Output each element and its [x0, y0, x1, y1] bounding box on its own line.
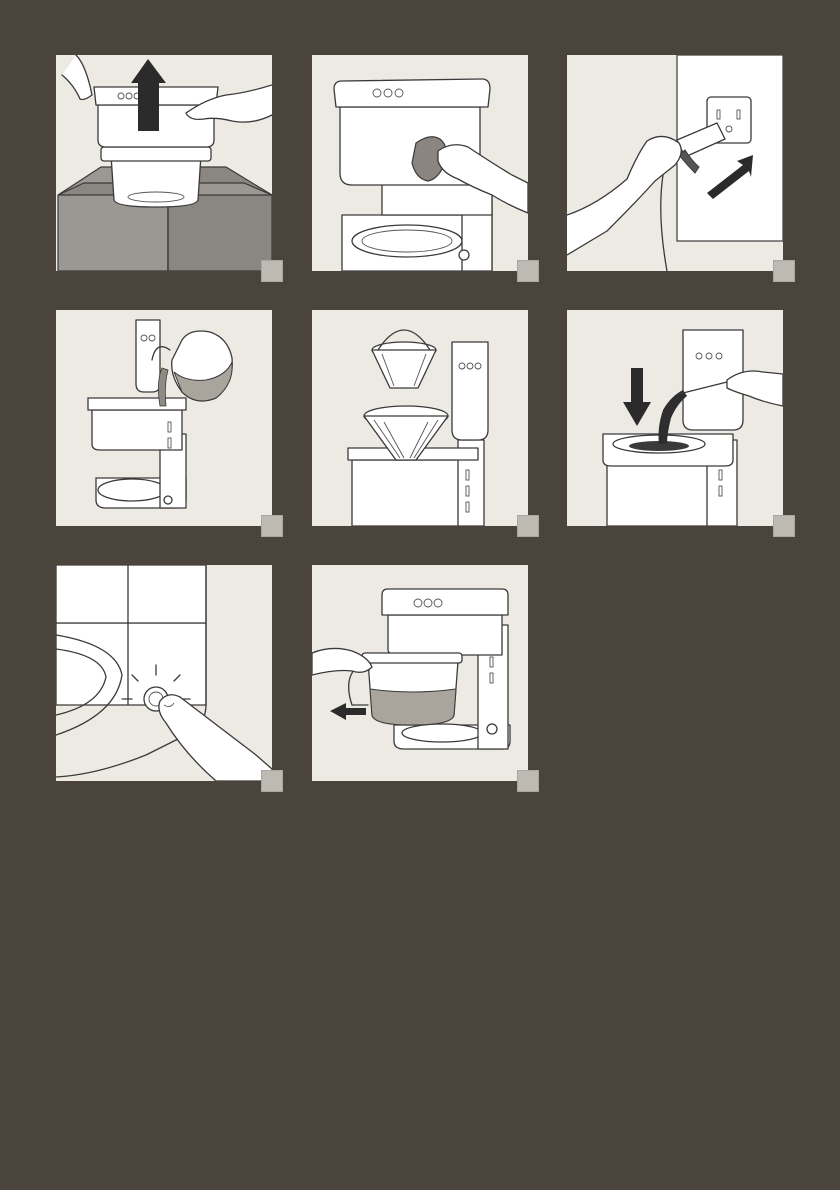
step-7-panel — [56, 565, 272, 781]
step-1-panel — [56, 55, 272, 271]
step-3-panel — [567, 55, 783, 271]
step-4-badge — [261, 515, 283, 537]
step-8-badge — [517, 770, 539, 792]
step-1-badge — [261, 260, 283, 282]
remove-carafe-illustration — [312, 565, 528, 781]
step-5-badge — [517, 515, 539, 537]
press-button-illustration — [56, 565, 272, 781]
step-2-badge — [517, 260, 539, 282]
pour-water-illustration — [56, 310, 272, 526]
unbox-illustration — [56, 55, 272, 271]
step-2-panel — [312, 55, 528, 271]
add-coffee-illustration — [567, 310, 783, 526]
plug-illustration — [567, 55, 783, 271]
step-3-badge — [773, 260, 795, 282]
wipe-illustration — [312, 55, 528, 271]
step-5-panel — [312, 310, 528, 526]
step-7-badge — [261, 770, 283, 792]
step-6-panel — [567, 310, 783, 526]
step-6-badge — [773, 515, 795, 537]
insert-filter-illustration — [312, 310, 528, 526]
step-8-panel — [312, 565, 528, 781]
step-4-panel — [56, 310, 272, 526]
